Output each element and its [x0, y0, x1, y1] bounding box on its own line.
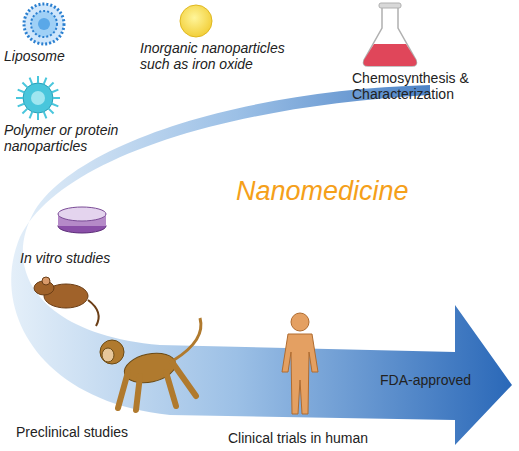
particle-spike: [53, 97, 60, 99]
particle-spike: [30, 112, 33, 118]
icon-label: Polymer or protein nanoparticles: [4, 122, 139, 154]
step-label: Chemosynthesis & Characterization: [352, 70, 512, 102]
rat-figure: [34, 277, 99, 326]
particle-spike: [37, 76, 39, 83]
particle-spike: [52, 90, 58, 93]
particle-spike: [49, 109, 54, 114]
liposome-icon: [24, 4, 64, 44]
icon-label: Liposome: [4, 48, 65, 64]
step-label: In vitro studies: [20, 250, 110, 266]
particle-spike: [22, 82, 27, 87]
petri-dish-icon: [58, 207, 106, 233]
monkey-figure: [100, 318, 201, 410]
flask-icon: [364, 3, 417, 66]
particle-spike: [16, 97, 23, 99]
step-label: Clinical trials in human: [228, 430, 368, 446]
particle-spike: [18, 104, 24, 107]
particle-spike: [30, 78, 33, 84]
particle-spike: [18, 90, 24, 93]
particle-spike: [44, 78, 47, 84]
human-figure: [282, 313, 318, 414]
particle-spike: [49, 82, 54, 87]
particle-spike: [52, 104, 58, 107]
polymer-particle: [16, 76, 60, 120]
step-label: FDA-approved: [380, 372, 471, 388]
step-label: Preclinical studies: [16, 424, 128, 440]
particle-spike: [44, 112, 47, 118]
icon-label: Inorganic nanoparticles such as iron oxi…: [140, 40, 315, 72]
particle-spike: [22, 109, 27, 114]
diagram-title-text: Nanomedicine: [236, 176, 409, 206]
particle-spike: [37, 113, 39, 120]
iron-oxide-particle: [180, 5, 212, 37]
